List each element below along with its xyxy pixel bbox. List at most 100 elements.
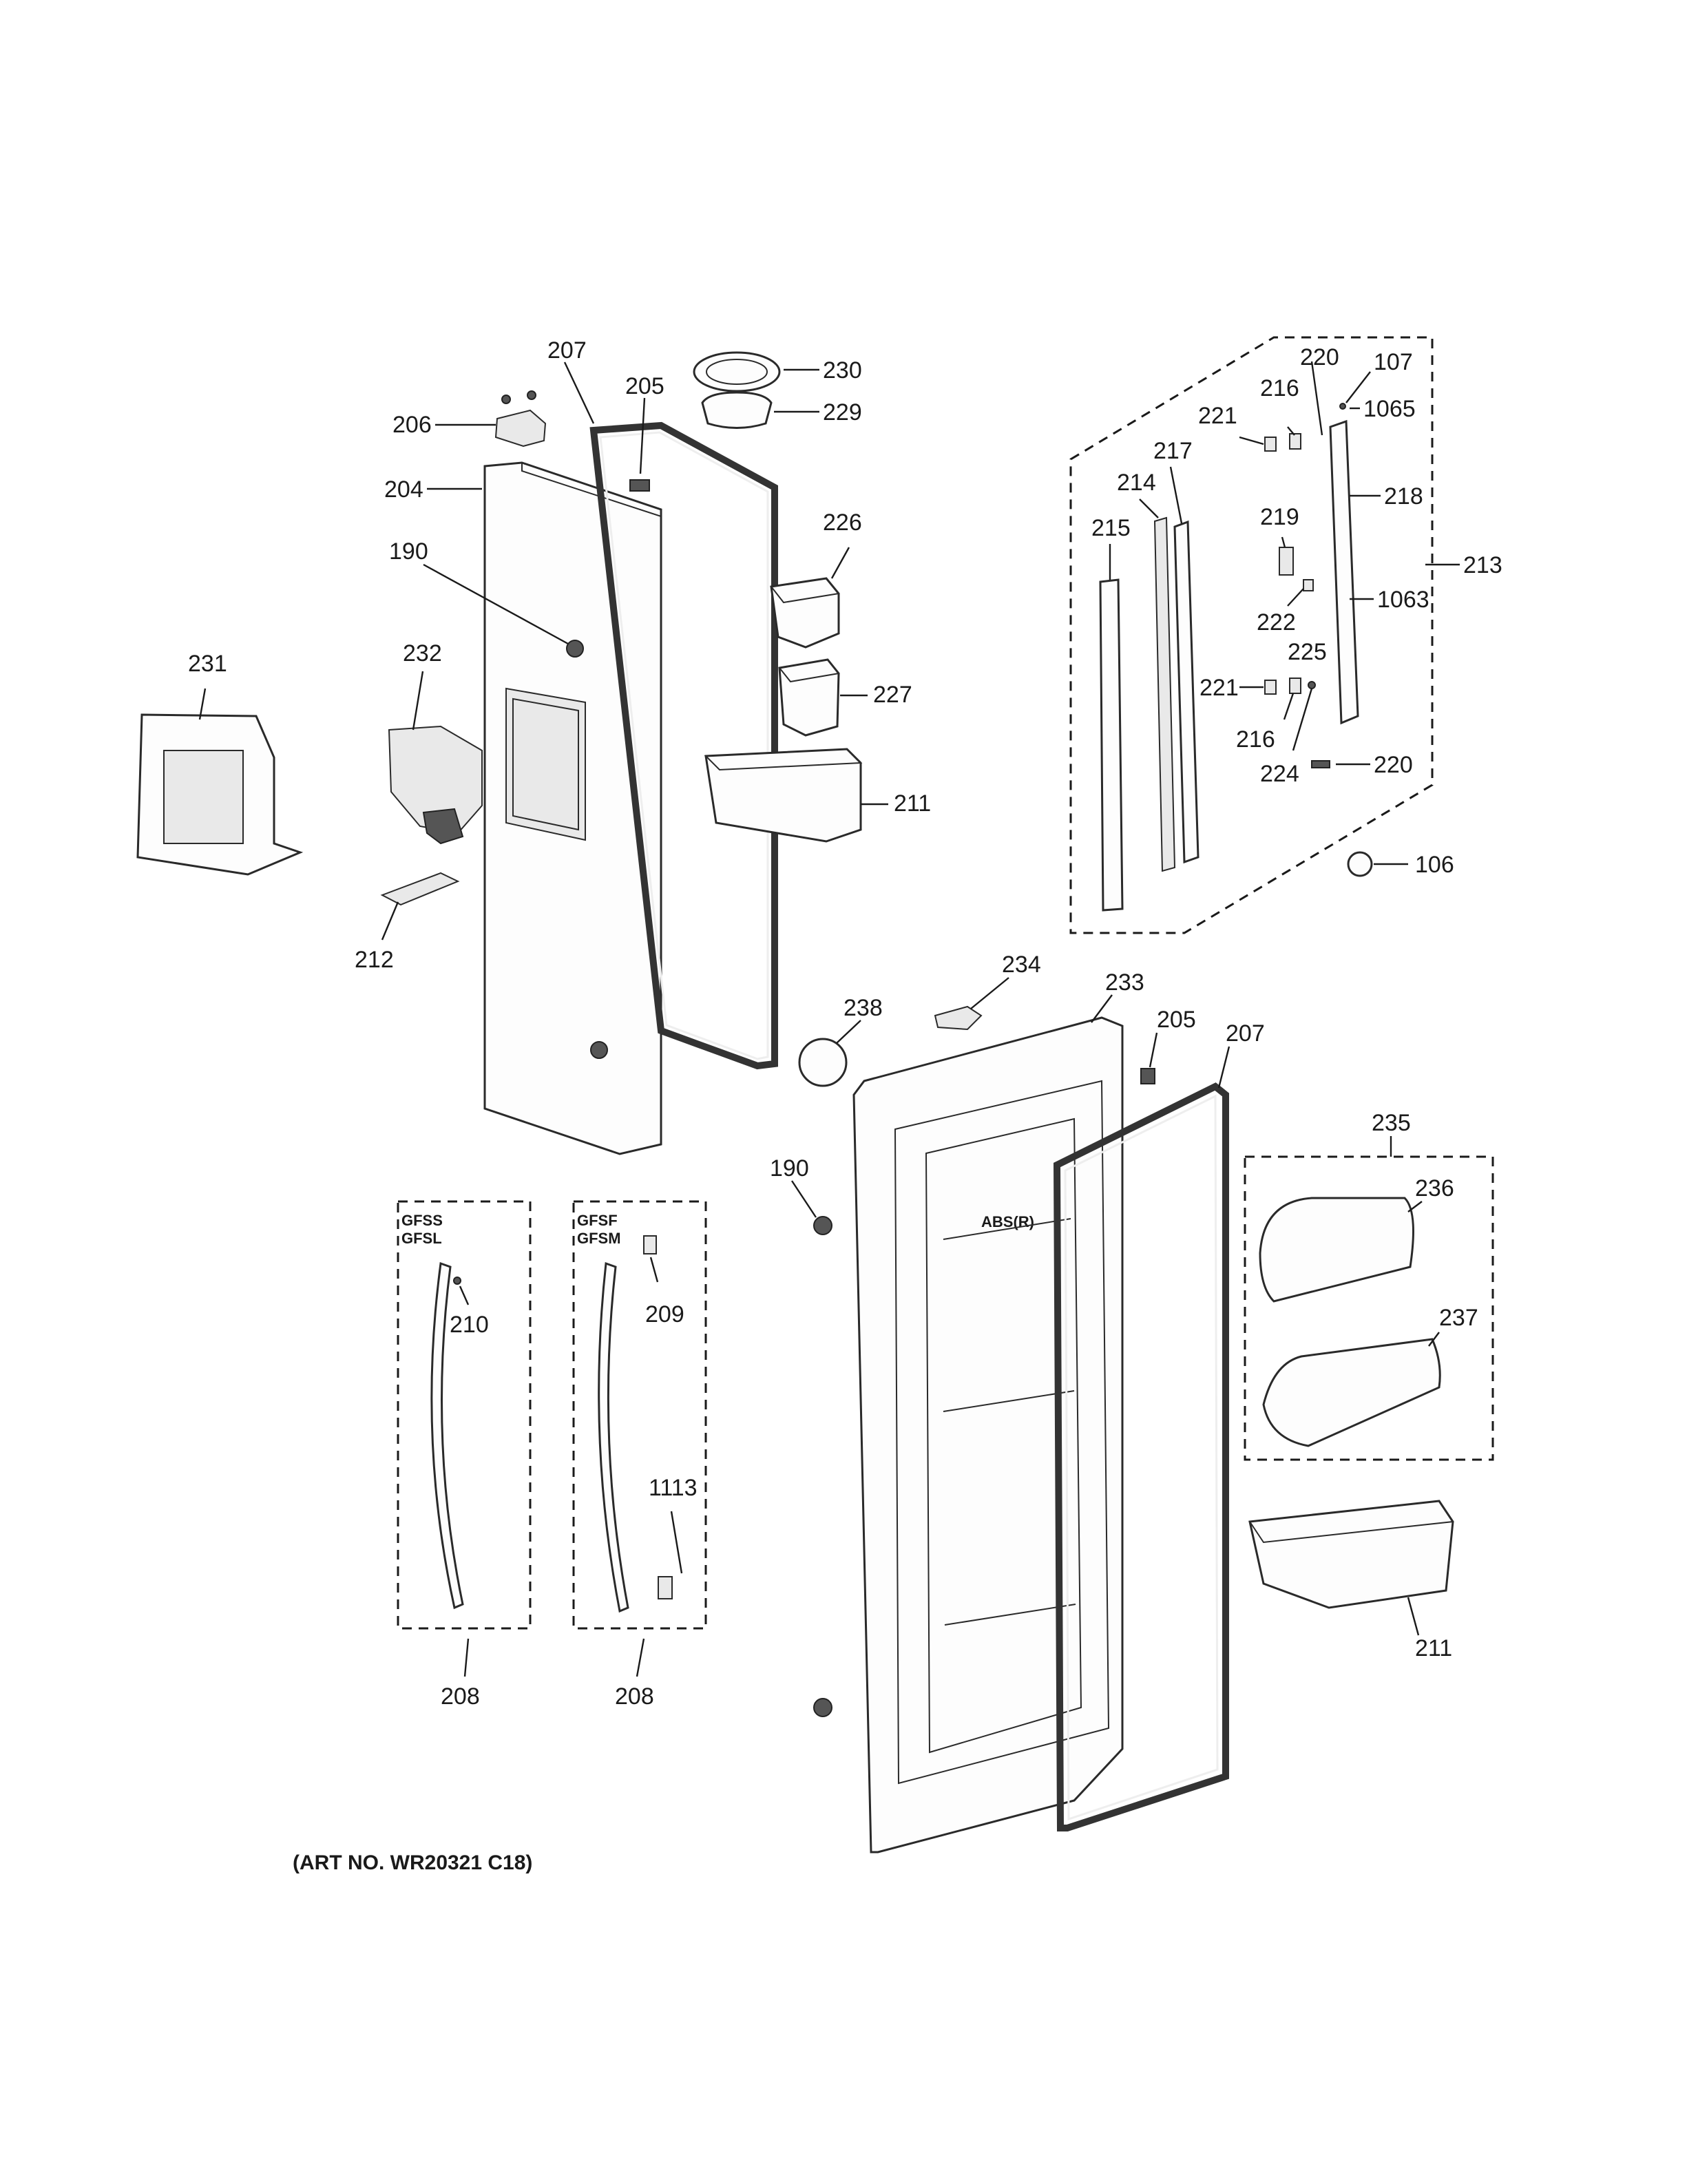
clip-221-upper — [1264, 437, 1277, 452]
door-bin-211-lower-top — [1248, 1500, 1454, 1544]
door-stop-205-upper — [629, 479, 650, 492]
door-shelf-ridge-1 — [943, 1218, 1071, 1240]
leader-234 — [970, 977, 1009, 1009]
leader-220-upper — [1310, 361, 1323, 436]
leader-233 — [1091, 994, 1113, 1023]
freezer-door-group — [136, 351, 863, 1155]
label-218: 218 — [1384, 483, 1423, 510]
label-209: 209 — [645, 1301, 684, 1327]
label-237: 237 — [1439, 1305, 1478, 1331]
screw-225 — [1308, 681, 1316, 689]
dispenser-recess — [505, 687, 586, 841]
leader-107 — [1345, 371, 1371, 403]
fresh-food-door-group: ABS(R) — [798, 1005, 1229, 1854]
label-217: 217 — [1153, 438, 1193, 464]
label-238: 238 — [844, 995, 883, 1021]
leader-238 — [836, 1020, 861, 1044]
handle-group-box-right — [572, 1200, 707, 1630]
clip-221-lower — [1264, 680, 1277, 695]
label-207-lower: 207 — [1226, 1020, 1265, 1047]
label-226: 226 — [823, 510, 862, 536]
dairy-tray-237 — [1262, 1338, 1441, 1447]
label-230: 230 — [823, 357, 862, 384]
label-224: 224 — [1260, 761, 1299, 787]
label-106: 106 — [1415, 852, 1454, 878]
leader-210 — [459, 1285, 470, 1305]
hinge-cover-206 — [494, 409, 547, 448]
leader-212 — [381, 901, 399, 941]
screw-206a — [501, 395, 511, 404]
kit-235-outline — [1244, 1155, 1494, 1461]
dispenser-paddle — [422, 808, 464, 845]
kit-213-outline — [1069, 336, 1434, 934]
mount-bracket-209 — [643, 1235, 657, 1254]
mount-bracket-1113 — [658, 1576, 673, 1599]
label-225: 225 — [1288, 639, 1327, 665]
leader-219 — [1281, 536, 1286, 548]
dispenser-assembly-232 — [388, 725, 483, 834]
drip-tray-212 — [380, 872, 460, 906]
label-215: 215 — [1091, 515, 1131, 541]
door-shelf-ridge-3 — [944, 1604, 1076, 1626]
cap-230 — [693, 351, 781, 392]
part-labels: 207 205 230 229 206 204 190 226 227 211 … — [188, 337, 1502, 1874]
label-211-upper: 211 — [894, 790, 931, 817]
pin-220-lower — [1311, 760, 1330, 768]
leader-207-upper — [563, 361, 595, 424]
label-222: 222 — [1257, 609, 1296, 636]
label-234: 234 — [1002, 952, 1041, 978]
label-205-upper: 205 — [625, 373, 664, 399]
clip-216-lower — [1289, 678, 1301, 694]
screw-206b — [527, 390, 536, 400]
label-1063: 1063 — [1377, 587, 1429, 613]
door-bin-226-top — [770, 577, 840, 604]
hinge-pin-190-lower — [813, 1216, 832, 1235]
bin-kit-235-group — [1244, 1155, 1494, 1609]
leader-216-upper — [1287, 426, 1295, 436]
plug-238 — [798, 1038, 848, 1087]
door-stop-205-lower — [1140, 1068, 1155, 1084]
label-220-upper: 220 — [1300, 344, 1339, 370]
fresh-food-door-liner — [925, 1117, 1082, 1754]
model-code-gfss: GFSS — [401, 1212, 443, 1229]
fresh-food-door-inner — [894, 1080, 1110, 1785]
leader-236 — [1407, 1201, 1423, 1212]
label-204: 204 — [384, 476, 423, 503]
label-221-lower: 221 — [1199, 675, 1239, 701]
hinge-pin-lower — [590, 1041, 608, 1059]
label-190-upper: 190 — [389, 538, 428, 565]
leader-lines — [198, 361, 1460, 1677]
leader-216-lower — [1283, 693, 1295, 720]
leader-205-upper — [639, 397, 646, 474]
clip-216-upper — [1289, 433, 1301, 450]
freezer-door-edge — [521, 461, 662, 518]
hinge-pin-190-upper — [566, 640, 584, 658]
label-212: 212 — [355, 947, 394, 973]
door-bin-226 — [770, 577, 840, 649]
label-206: 206 — [392, 412, 432, 438]
hinge-pin-lower-2 — [813, 1698, 832, 1717]
label-207-upper: 207 — [547, 337, 587, 364]
label-220-lower: 220 — [1374, 752, 1413, 778]
label-235: 235 — [1372, 1110, 1411, 1136]
clip-222 — [1303, 579, 1314, 591]
leader-208-right — [636, 1638, 645, 1677]
trim-strip-215 — [1099, 578, 1124, 912]
leader-211-lower — [1407, 1597, 1420, 1636]
label-205-lower: 205 — [1157, 1007, 1196, 1033]
cap-106 — [1347, 851, 1373, 877]
model-code-gfsf: GFSF — [577, 1212, 618, 1229]
door-bin-227 — [778, 658, 840, 737]
label-190-lower: 190 — [770, 1155, 809, 1182]
leader-209 — [649, 1257, 659, 1283]
label-1113: 1113 — [649, 1475, 698, 1501]
label-208-left: 208 — [441, 1683, 480, 1710]
label-1065: 1065 — [1363, 396, 1416, 422]
label-231: 231 — [188, 651, 227, 677]
door-bin-211-lower — [1248, 1500, 1454, 1609]
label-236: 236 — [1415, 1175, 1454, 1201]
model-code-gfsm: GFSM — [577, 1230, 621, 1247]
leader-205-lower — [1149, 1032, 1158, 1068]
